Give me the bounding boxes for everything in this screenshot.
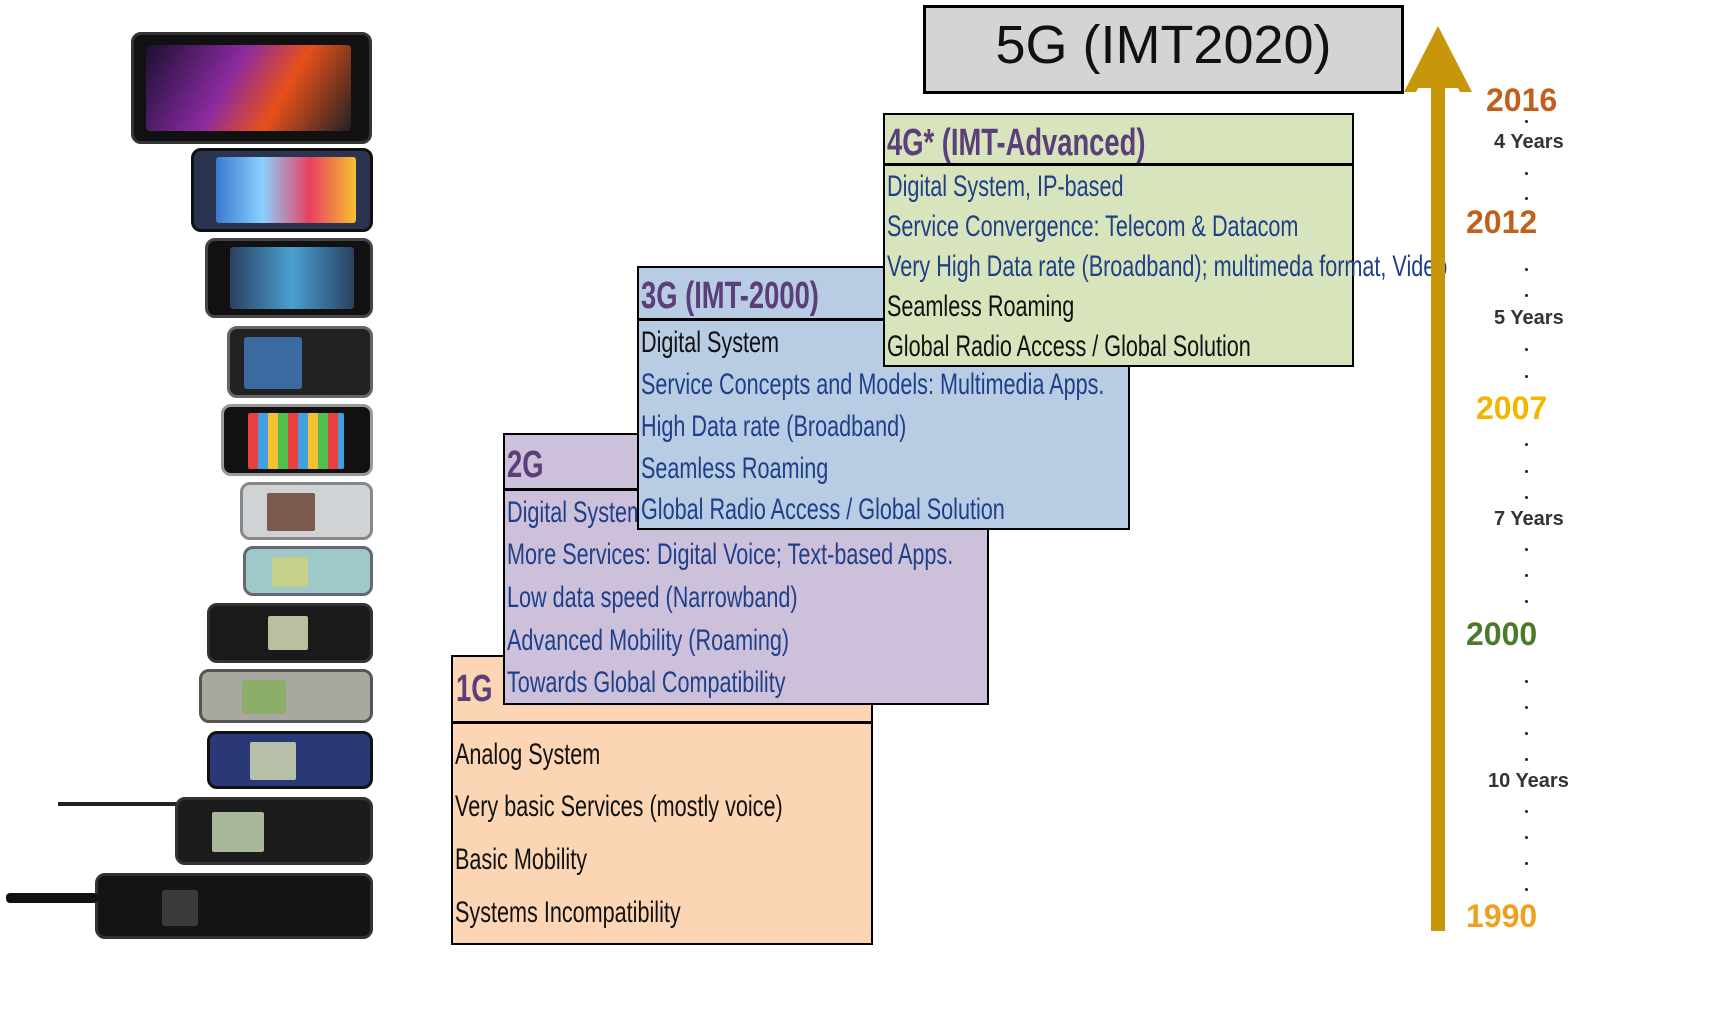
gen-2g-feature: More Services: Digital Voice; Text-based… <box>507 540 953 570</box>
year-label-2007: 2007 <box>1476 392 1547 424</box>
gen-3g-feature: Global Radio Access / Global Solution <box>641 495 1005 525</box>
phone-image-samsung-slider <box>240 482 373 540</box>
phone-image-galaxy-s2 <box>205 238 373 318</box>
phone-image-nokia-3310 <box>207 731 373 789</box>
phone-image-ericsson-flip <box>207 603 373 663</box>
phone-image-motorola-dynatac <box>95 873 373 939</box>
span-label-7-years: 7 Years <box>1494 509 1564 529</box>
timeline-arrow <box>1400 26 1480 936</box>
year-label-2016: 2016 <box>1486 84 1557 116</box>
gen-3g-feature: Digital System <box>641 328 779 358</box>
gen-2g-feature: Low data speed (Narrowband) <box>507 583 798 613</box>
gen-2g-title: 2G <box>507 446 544 484</box>
year-label-2000: 2000 <box>1466 618 1537 650</box>
gen-1g-feature: Very basic Services (mostly voice) <box>455 792 783 822</box>
gen-3g-divider <box>637 318 887 321</box>
year-label-2012: 2012 <box>1466 206 1537 238</box>
gen-4g-feature: Seamless Roaming <box>887 292 1074 322</box>
gen-3g-feature: Service Concepts and Models: Multimedia … <box>641 370 1104 400</box>
gen-4g-feature: Service Convergence: Telecom & Datacom <box>887 212 1298 242</box>
phone-image-smartphone-xperia <box>131 32 372 144</box>
span-label-10-years: 10 Years <box>1488 771 1569 791</box>
gen-4g-divider <box>883 163 1354 166</box>
gen-4g-feature: Global Radio Access / Global Solution <box>887 332 1251 362</box>
gen-2g-feature: Digital System <box>507 498 645 528</box>
gen-4g-feature: Very High Data rate (Broadband); multime… <box>887 252 1447 282</box>
span-label-5-years: 5 Years <box>1494 308 1564 328</box>
gen-1g-title: 1G <box>456 670 493 708</box>
gen-5g-title: 5G (IMT2020) <box>923 18 1404 72</box>
gen-2g-divider <box>503 488 643 491</box>
gen-1g-feature: Analog System <box>455 740 600 770</box>
phone-image-nokia-3210 <box>199 669 373 723</box>
gen-2g-feature: Advanced Mobility (Roaming) <box>507 626 789 656</box>
gen-3g-feature: High Data rate (Broadband) <box>641 412 906 442</box>
phone-image-galaxy-s4 <box>191 148 373 232</box>
year-label-1990: 1990 <box>1466 900 1537 932</box>
phone-image-nokia-candybar <box>243 546 373 596</box>
phone-image-nokia-antenna <box>175 797 373 865</box>
gen-2g-feature: Towards Global Compatibility <box>507 668 786 698</box>
timeline-arrow-shaft <box>1431 76 1445 931</box>
gen-3g-title: 3G (IMT-2000) <box>641 277 819 315</box>
gen-1g-feature: Basic Mobility <box>455 845 587 875</box>
gen-1g-divider <box>451 721 873 724</box>
gen-1g-feature: Systems Incompatibility <box>455 898 681 928</box>
gen-3g-feature: Seamless Roaming <box>641 454 828 484</box>
dynatac-antenna <box>6 893 98 903</box>
gen-4g-title: 4G* (IMT-Advanced) <box>887 124 1145 162</box>
antenna-line <box>58 802 176 806</box>
phone-image-iphone <box>221 404 373 476</box>
gen-4g-feature: Digital System, IP-based <box>887 172 1123 202</box>
span-label-4-years: 4 Years <box>1494 132 1564 152</box>
phone-image-blackberry <box>227 326 373 398</box>
